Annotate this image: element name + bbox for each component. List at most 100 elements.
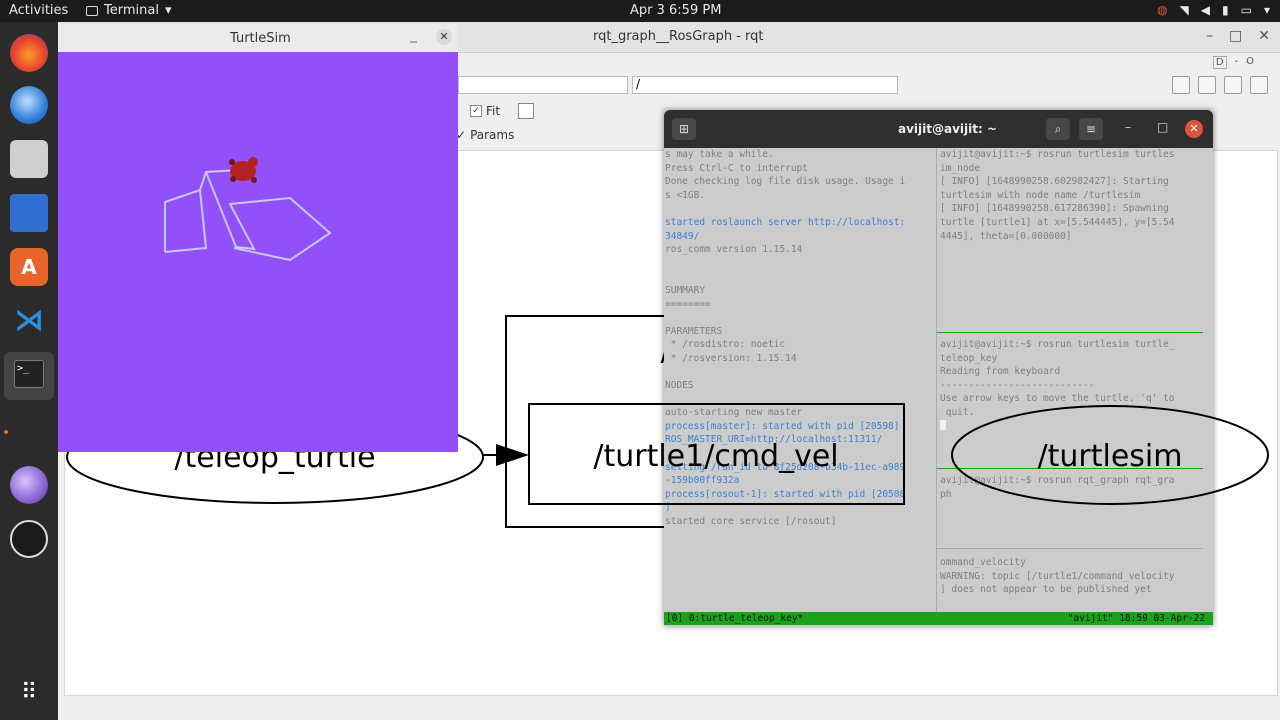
- tmux-status-right: "avijit" 18:59 03-Apr-22: [1067, 613, 1205, 624]
- terminal-line: turtle [turtle1] at x=[5.544445], y=[5.5…: [940, 216, 1175, 228]
- turtle-trail: [164, 157, 332, 262]
- close-icon[interactable]: ✕: [436, 29, 452, 45]
- terminal-line: ommand_velocity: [940, 557, 1026, 568]
- battery-icon: ▭: [1240, 3, 1252, 17]
- turtlesim-window: TurtleSim _ ✕: [58, 24, 458, 452]
- chevron-down-icon: ▾: [1263, 3, 1270, 17]
- terminal-icon[interactable]: >_: [4, 352, 54, 400]
- terminal-line: s may take a while.: [665, 149, 774, 160]
- terminal-line: WARNING: topic [/turtle1/command_velocit…: [940, 570, 1175, 582]
- turtlesim-title-bar[interactable]: TurtleSim _ ✕: [58, 24, 458, 52]
- terminal-line: * /rosdistro: noetic: [665, 339, 786, 351]
- params-checkbox[interactable]: ✓ Params: [456, 128, 514, 142]
- firefox-icon[interactable]: [10, 34, 48, 72]
- terminal-line: [ INFO] [1648990258.602982427]: Starting: [940, 176, 1169, 188]
- thunderbird-icon[interactable]: [10, 86, 48, 124]
- terminal-line: SUMMARY: [665, 284, 706, 296]
- terminal-line: ROS_MASTER_URI=http://localhost:11311/: [665, 434, 883, 446]
- minimize-icon[interactable]: –: [1125, 120, 1131, 134]
- pane-divider: [937, 548, 1203, 549]
- activities-button[interactable]: Activities: [9, 3, 69, 18]
- close-icon[interactable]: ✕: [1258, 28, 1270, 44]
- terminal-line: im_node: [940, 162, 981, 174]
- save-dot-icon[interactable]: [1198, 76, 1216, 94]
- node-filter-input[interactable]: [458, 76, 628, 94]
- vscode-icon[interactable]: ⋊: [14, 303, 44, 338]
- turtle-icon: [229, 157, 258, 183]
- terminal-line: Reading from keyboard: [940, 366, 1061, 378]
- tmux-pane-rqt-graph[interactable]: avijit@avijit:~$ rosrun rqt_graph rqt_gr…: [940, 474, 1210, 544]
- terminal-line: ]: [665, 502, 671, 514]
- pane-divider: [937, 332, 1203, 333]
- show-apps-icon[interactable]: ⠿: [20, 680, 38, 705]
- minimize-icon[interactable]: –: [1206, 28, 1214, 44]
- terminal-line: s <1GB.: [665, 189, 706, 201]
- fit-checkbox[interactable]: ✓ Fit: [470, 103, 535, 119]
- terminal-line: ========: [665, 298, 711, 310]
- terminal-line: [665, 270, 935, 284]
- terminal-line: [665, 447, 935, 461]
- terminal-line: ] does not appear to be published yet: [940, 584, 1152, 596]
- terminal-body[interactable]: s may take a while.Press Ctrl-C to inter…: [664, 148, 1213, 612]
- terminal-line: started core service [/rosout]: [665, 516, 837, 528]
- obs-icon[interactable]: [10, 520, 48, 558]
- minimize-icon[interactable]: _: [410, 27, 417, 43]
- terminal-line: ---------------------------: [940, 379, 1095, 391]
- pane-divider: [937, 468, 1203, 469]
- turtlesim-window-title: TurtleSim: [230, 31, 291, 46]
- tmux-pane-turtlesim[interactable]: avijit@avijit:~$ rosrun turtlesim turtle…: [940, 148, 1210, 328]
- writer-icon[interactable]: [10, 194, 48, 232]
- checkbox-checked-icon: ✓: [470, 105, 482, 117]
- namespace-filter-input[interactable]: /: [632, 76, 898, 94]
- maximize-icon[interactable]: □: [1229, 28, 1243, 44]
- ubuntu-icon: ◍: [1157, 3, 1168, 17]
- terminal-line: process[rosout-1]: started with pid [205…: [665, 488, 906, 500]
- terminal-line: teleop_key: [940, 352, 998, 364]
- app-menu-label: Terminal: [104, 3, 159, 18]
- terminal-title-bar[interactable]: ⊞ avijit@avijit: ~ ⌕ ≡ – □ ✕: [664, 110, 1213, 148]
- menu-icon[interactable]: ≡: [1079, 118, 1103, 140]
- cursor: [940, 420, 946, 430]
- save-svg-icon[interactable]: [1224, 76, 1242, 94]
- software-center-icon[interactable]: A: [10, 248, 48, 286]
- terminal-line: ph: [940, 488, 952, 500]
- terminal-line: PARAMETERS: [665, 325, 723, 337]
- volume-icon: ◀: [1200, 3, 1211, 17]
- terminal-line: * /rosversion: 1.15.14: [665, 352, 797, 364]
- new-tab-icon[interactable]: ⊞: [672, 118, 696, 140]
- app-menu[interactable]: Terminal ▾: [86, 3, 171, 18]
- params-label: Params: [470, 128, 515, 142]
- search-icon[interactable]: ⌕: [1046, 118, 1070, 140]
- running-indicator: [4, 430, 8, 434]
- options-label[interactable]: O: [1246, 56, 1254, 67]
- terminal-line: [665, 311, 935, 325]
- turtlesim-canvas: [58, 52, 458, 452]
- terminal-line: [665, 202, 935, 216]
- tmux-window-list[interactable]: [0] 0:turtle_teleop_key*: [666, 613, 804, 624]
- fit-view-icon[interactable]: [518, 103, 535, 119]
- tmux-pane-teleop[interactable]: avijit@avijit:~$ rosrun turtlesim turtle…: [940, 338, 1210, 468]
- terminal-line: avijit@avijit:~$ rosrun turtlesim turtle…: [940, 339, 1175, 350]
- purple-app-icon[interactable]: [10, 466, 48, 504]
- save-image-icon[interactable]: [1250, 76, 1268, 94]
- clock[interactable]: Apr 3 6:59 PM: [630, 3, 722, 18]
- tmux-pane-roscore[interactable]: s may take a while.Press Ctrl-C to inter…: [665, 148, 935, 612]
- top-bar: Activities Terminal ▾ Apr 3 6:59 PM ◍ ◥ …: [0, 0, 1280, 22]
- terminal-line: turtlesim with node name /turtlesim: [940, 189, 1141, 201]
- minus-icon[interactable]: -: [1234, 56, 1239, 67]
- files-icon[interactable]: [10, 140, 48, 178]
- terminal-line: quit.: [940, 406, 975, 418]
- load-icon[interactable]: [1172, 76, 1190, 94]
- terminal-line: -159b00ff932a: [665, 475, 740, 487]
- terminal-line: 34849/: [665, 230, 700, 242]
- close-icon[interactable]: ✕: [1185, 120, 1203, 138]
- terminal-line: NODES: [665, 380, 694, 392]
- dock-label[interactable]: D: [1212, 56, 1227, 69]
- pane-divider: [936, 148, 937, 612]
- checkbox-checked-icon: ✓: [456, 128, 467, 142]
- terminal-line: [ INFO] [1648990258.617286390]: Spawning: [940, 203, 1169, 215]
- maximize-icon[interactable]: □: [1157, 120, 1169, 134]
- system-tray[interactable]: ◍ ◥ ◀ ▮ ▭ ▾: [1157, 3, 1270, 17]
- terminal-icon: [86, 5, 98, 16]
